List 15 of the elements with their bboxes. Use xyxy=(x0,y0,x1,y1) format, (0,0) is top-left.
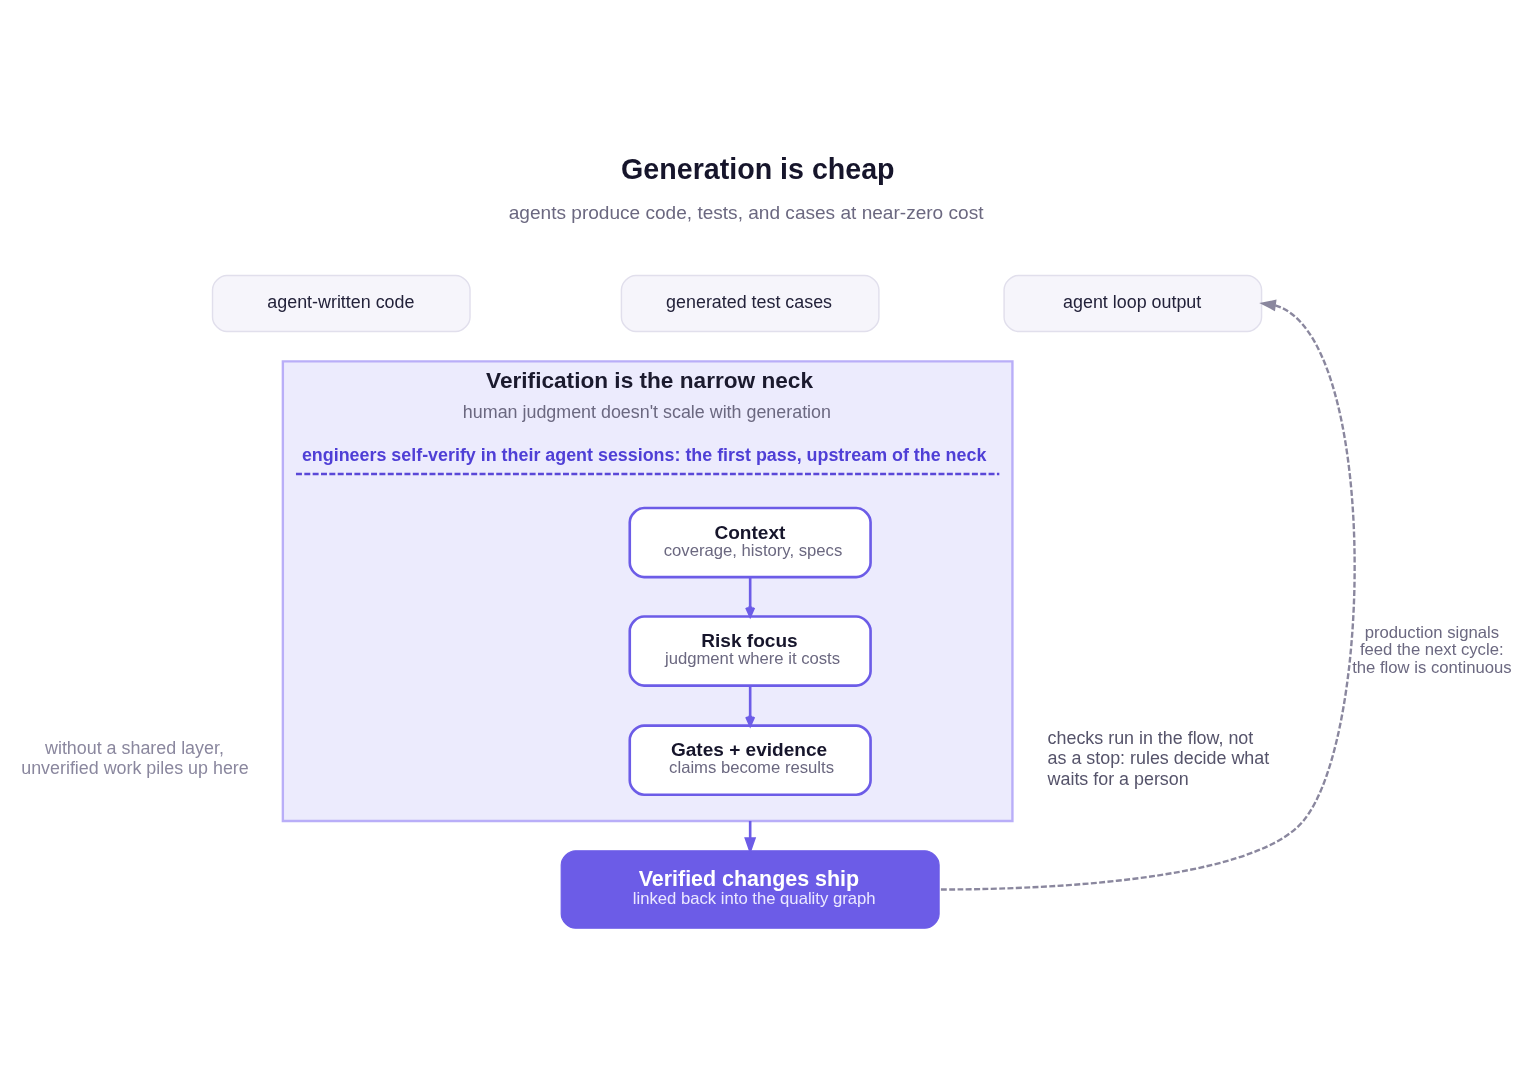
node-box: agent loop output xyxy=(1003,274,1263,332)
label: agents produce code, tests, and cases at near-zero cost xyxy=(508,201,984,223)
node-box: generated test cases xyxy=(620,274,880,332)
arrow xyxy=(940,299,1356,891)
node-box: Context coverage, history, specs xyxy=(628,506,872,578)
node-box: Verified changes ship linked back into the quality graph xyxy=(560,849,940,929)
label: checks run in the flow, not as a stop: rules decide what waits for a person xyxy=(1047,727,1270,789)
arrow xyxy=(745,576,756,617)
arrow xyxy=(745,685,756,727)
node-box: Risk focus judgment where it costs xyxy=(628,614,872,687)
node-box: agent-written code xyxy=(211,274,471,332)
label: without a shared layer, unverified work piles up here xyxy=(21,737,249,778)
diagram-title: Generation is cheap xyxy=(621,152,895,185)
node-box: Gates + evidence claims become results xyxy=(628,723,872,796)
edge-label: production signals feed the next cycle: the flow is continuous xyxy=(1352,622,1512,677)
